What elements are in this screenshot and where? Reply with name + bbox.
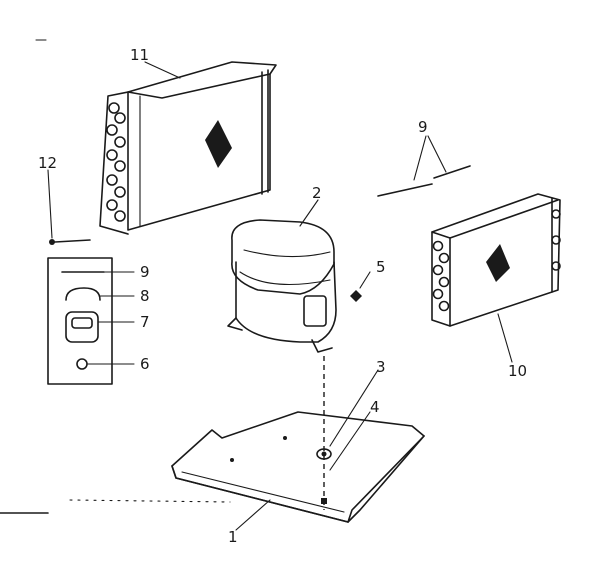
hardware-kit-card <box>47 257 135 385</box>
callout-6: 6 <box>140 355 150 373</box>
tube-part-12 <box>47 169 91 245</box>
callout-10: 10 <box>508 362 527 380</box>
evaporator-coil-part <box>431 193 561 363</box>
base-pan-part <box>171 411 425 531</box>
callout-8: 8 <box>140 287 150 305</box>
tube-pair-part <box>377 135 471 197</box>
callout-3: 3 <box>376 358 386 376</box>
kit-screw <box>76 358 88 370</box>
callout-1: 1 <box>228 528 238 546</box>
callout-9-kit: 9 <box>140 263 150 281</box>
evaporator-tube-loops <box>432 209 561 312</box>
callout-12: 12 <box>38 154 57 172</box>
compressor-part <box>227 199 337 353</box>
condenser-tube-loops <box>106 102 126 222</box>
callout-5: 5 <box>376 258 386 276</box>
kit-grommet <box>65 311 99 343</box>
grommet-part <box>350 271 371 302</box>
scan-dotted-mark <box>69 499 231 503</box>
callout-2: 2 <box>312 184 322 202</box>
kit-clip <box>65 287 101 301</box>
callout-4: 4 <box>370 398 380 416</box>
mount-hardware <box>316 369 379 504</box>
callout-9-tube: 9 <box>418 118 428 136</box>
callout-7: 7 <box>140 313 150 331</box>
condenser-coil-part <box>99 61 277 235</box>
callout-11: 11 <box>130 46 149 64</box>
